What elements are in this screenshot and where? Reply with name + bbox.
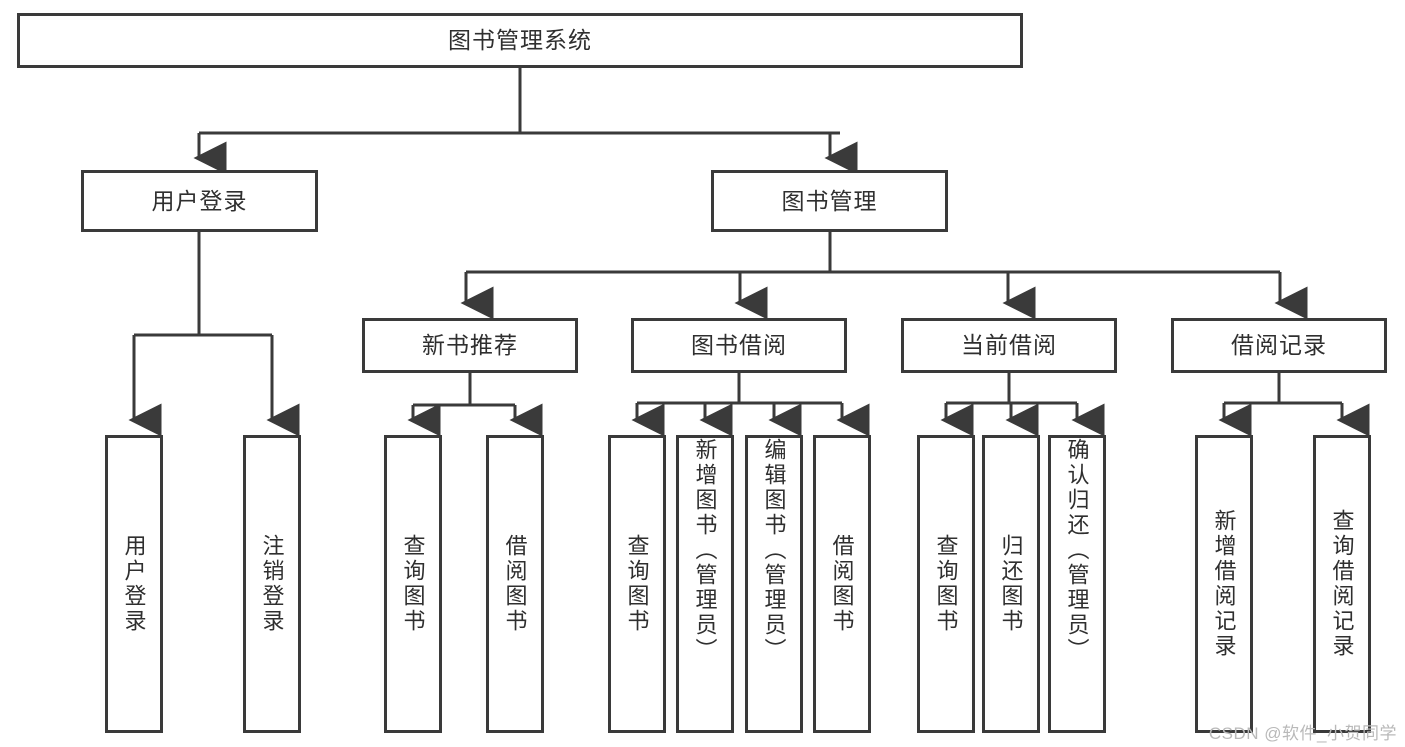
node-label: 确认归还（管理员）	[1064, 438, 1090, 663]
node-label: 当前借阅	[961, 332, 1057, 359]
node-label: 归还图书	[998, 534, 1024, 634]
node-label: 借阅图书	[829, 534, 855, 634]
node-label: 新书推荐	[422, 332, 518, 359]
node-leaf-query-book-current[interactable]: 查询图书	[917, 435, 975, 733]
node-leaf-query-borrow-record[interactable]: 查询借阅记录	[1313, 435, 1371, 733]
node-label: 用户登录	[151, 187, 248, 214]
node-leaf-return-book[interactable]: 归还图书	[982, 435, 1040, 733]
node-leaf-query-book-recommend[interactable]: 查询图书	[384, 435, 442, 733]
node-book-management[interactable]: 图书管理	[711, 170, 948, 232]
node-leaf-add-borrow-record[interactable]: 新增借阅记录	[1195, 435, 1253, 733]
node-leaf-borrow-book-recommend[interactable]: 借阅图书	[486, 435, 544, 733]
node-label: 图书借阅	[691, 332, 787, 359]
node-current-borrow[interactable]: 当前借阅	[901, 318, 1117, 373]
node-leaf-borrow-book[interactable]: 借阅图书	[813, 435, 871, 733]
node-label: 新增图书（管理员）	[692, 438, 718, 663]
node-label: 查询图书	[400, 534, 426, 634]
node-label: 编辑图书（管理员）	[761, 438, 787, 663]
node-label: 新增借阅记录	[1211, 509, 1237, 659]
node-leaf-add-book[interactable]: 新增图书（管理员）	[676, 435, 734, 733]
node-new-book-recommend[interactable]: 新书推荐	[362, 318, 578, 373]
node-leaf-edit-book[interactable]: 编辑图书（管理员）	[745, 435, 803, 733]
node-book-borrow[interactable]: 图书借阅	[631, 318, 847, 373]
node-label: 查询图书	[624, 534, 650, 634]
node-label: 查询图书	[933, 534, 959, 634]
node-label: 图书管理	[781, 187, 878, 214]
node-label: 注销登录	[259, 534, 285, 634]
node-user-login[interactable]: 用户登录	[81, 170, 318, 232]
node-label: 图书管理系统	[448, 27, 592, 54]
node-label: 查询借阅记录	[1329, 509, 1355, 659]
node-label: 借阅记录	[1231, 332, 1327, 359]
node-leaf-logout-login[interactable]: 注销登录	[243, 435, 301, 733]
node-root-book-management-system[interactable]: 图书管理系统	[17, 13, 1023, 68]
node-leaf-user-login[interactable]: 用户登录	[105, 435, 163, 733]
watermark-text: CSDN @软件_小贺同学	[1208, 724, 1397, 743]
node-leaf-confirm-return[interactable]: 确认归还（管理员）	[1048, 435, 1106, 733]
node-label: 借阅图书	[502, 534, 528, 634]
node-leaf-query-book-borrow[interactable]: 查询图书	[608, 435, 666, 733]
node-borrow-record[interactable]: 借阅记录	[1171, 318, 1387, 373]
node-label: 用户登录	[121, 534, 147, 634]
